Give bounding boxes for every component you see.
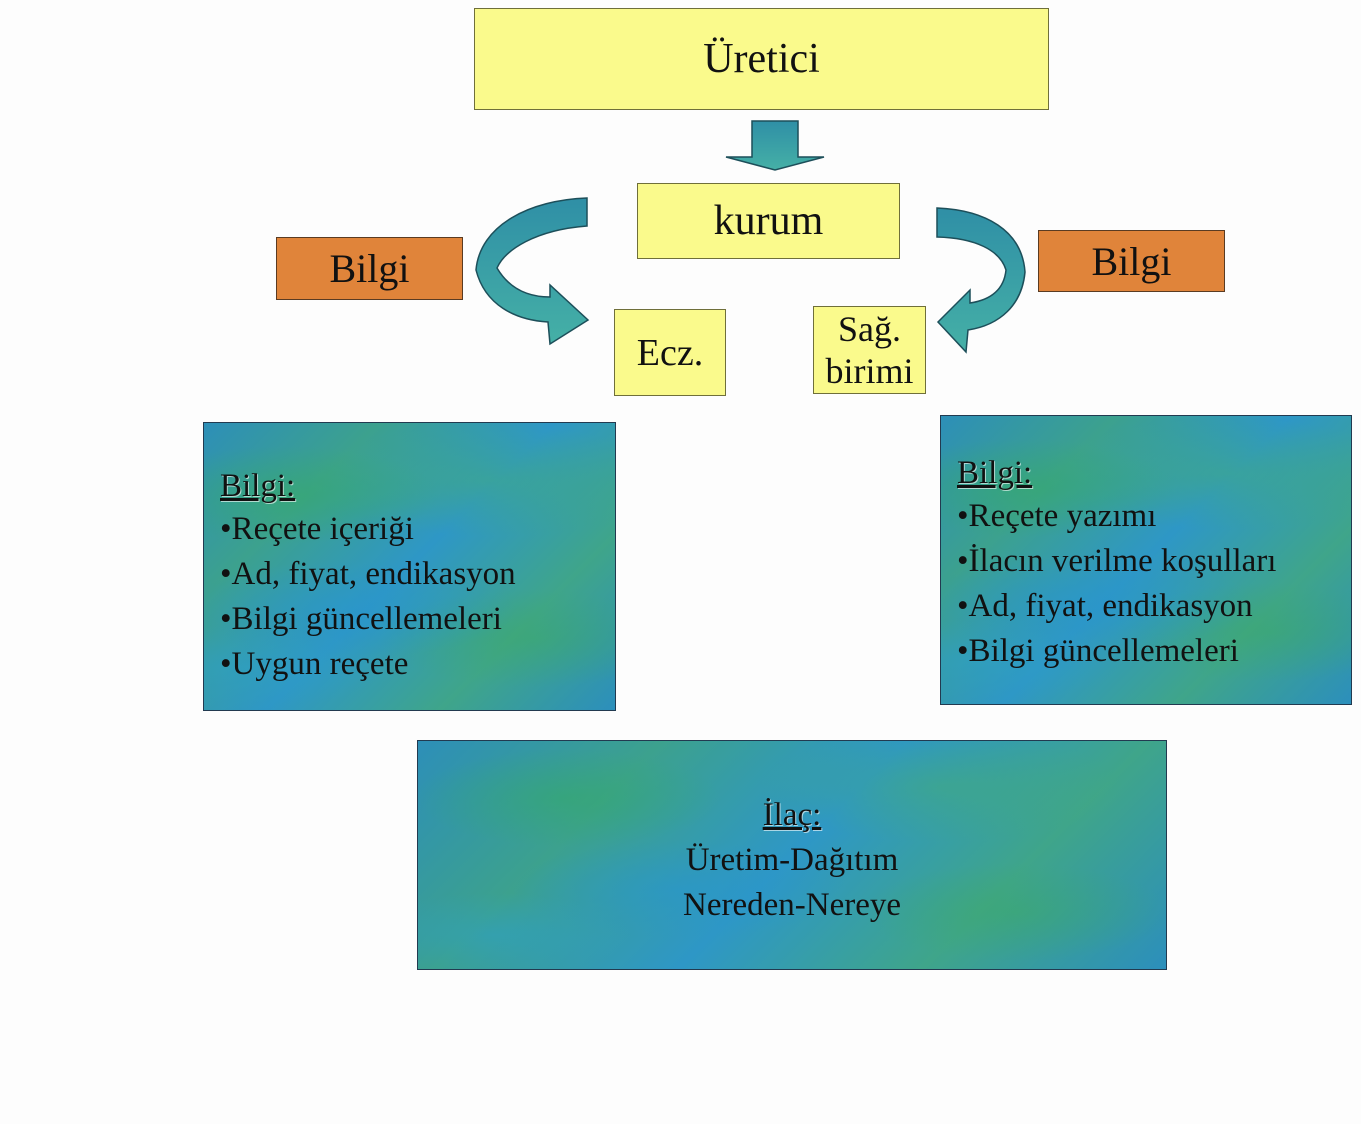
panel-left-item: •Uygun reçete — [220, 646, 409, 682]
panel-right-item: •Ad, fiyat, endikasyon — [957, 588, 1253, 624]
panel-right-item: •İlacın verilme koşulları — [957, 543, 1277, 579]
node-sag-birimi-line2: birimi — [825, 351, 914, 391]
node-uretici: Üretici — [474, 8, 1049, 110]
panel-left-item: •Bilgi güncellemeleri — [220, 601, 502, 637]
panel-right-list: •Reçete yazımı •İlacın verilme koşulları… — [957, 494, 1351, 674]
node-bilgi-left-label: Bilgi — [329, 246, 410, 291]
panel-bottom-line2: Nereden-Nereye — [682, 887, 901, 923]
node-ecz-label: Ecz. — [636, 331, 704, 374]
panel-left-item: •Ad, fiyat, endikasyon — [220, 556, 516, 592]
node-bilgi-right-label: Bilgi — [1091, 238, 1172, 284]
panel-left-list: •Reçete içeriği •Ad, fiyat, endikasyon •… — [220, 507, 615, 687]
panel-right-item: •Bilgi güncellemeleri — [957, 633, 1239, 669]
node-sag-birimi-line1: Sağ. — [838, 309, 901, 349]
curved-arrow-right-icon — [936, 207, 1026, 354]
node-kurum-label: kurum — [713, 198, 824, 244]
node-kurum: kurum — [637, 183, 900, 259]
panel-left-title: Bilgi: — [220, 468, 296, 504]
node-uretici-label: Üretici — [703, 36, 820, 82]
curved-arrow-left-icon — [475, 197, 590, 346]
panel-bottom-ilac: İlaç: Üretim-Dağıtım Nereden-Nereye — [417, 740, 1167, 970]
down-arrow-icon — [725, 120, 825, 171]
panel-bottom-line1: Üretim-Dağıtım — [685, 842, 899, 878]
panel-right-bilgi: Bilgi: •Reçete yazımı •İlacın verilme ko… — [940, 415, 1352, 705]
node-bilgi-right: Bilgi — [1038, 230, 1225, 292]
panel-right-title: Bilgi: — [957, 455, 1033, 491]
panel-left-bilgi: Bilgi: •Reçete içeriği •Ad, fiyat, endik… — [203, 422, 616, 711]
panel-left-item: •Reçete içeriği — [220, 511, 414, 547]
node-bilgi-left: Bilgi — [276, 237, 463, 300]
panel-right-item: •Reçete yazımı — [957, 498, 1157, 534]
node-sag-birimi: Sağ. birimi — [813, 306, 926, 394]
node-ecz: Ecz. — [614, 309, 726, 396]
panel-bottom-title: İlaç: — [762, 797, 822, 833]
